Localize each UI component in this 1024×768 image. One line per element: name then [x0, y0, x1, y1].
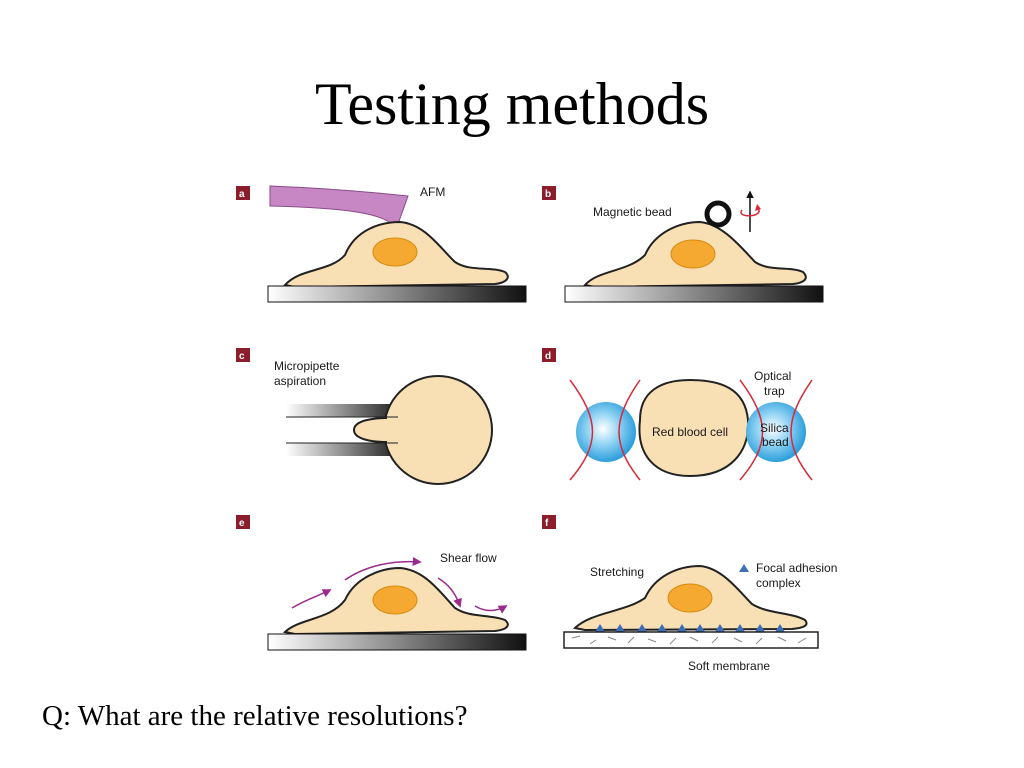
substrate [564, 285, 824, 303]
focal-adhesion-label-1: Focal adhesion [756, 561, 837, 575]
substrate [267, 633, 527, 651]
pipette-wall-bottom [286, 443, 398, 456]
panel-letter: d [545, 351, 551, 362]
red-blood-cell [638, 378, 750, 478]
panel-b: b Magnetic bead [542, 186, 824, 303]
panel-badge [542, 348, 556, 362]
soft-membrane-label: Soft membrane [688, 659, 770, 673]
panel-a: a AFM [236, 185, 527, 303]
red-blood-cell-label: Red blood cell [652, 425, 728, 439]
shear-flow-label: Shear flow [440, 551, 497, 565]
cell-nucleus [670, 239, 716, 269]
aspirated-cell [383, 375, 493, 485]
focal-adhesion-label-2: complex [756, 576, 801, 590]
panel-letter: f [545, 518, 549, 529]
panel-letter: a [239, 189, 245, 200]
aspirated-tongue [352, 416, 387, 444]
magnetic-bead-label: Magnetic bead [593, 205, 672, 219]
panel-c: c Micropipette aspiration [236, 348, 493, 485]
afm-cantilever [269, 185, 409, 225]
panel-badge [542, 186, 556, 200]
cell-nucleus [667, 583, 713, 613]
panel-e: e Shear flow [236, 515, 527, 651]
stretching-label: Stretching [590, 565, 644, 579]
afm-label: AFM [420, 185, 445, 199]
panel-letter: e [239, 518, 245, 529]
silica-bead-left [576, 402, 636, 462]
focal-adhesions [595, 624, 785, 632]
focal-adhesion-legend-icon [739, 564, 749, 572]
cell-nucleus [372, 585, 418, 615]
optical-trap-label-1: Optical [754, 369, 791, 383]
silica-bead-label-1: Silica [760, 421, 789, 435]
magnetic-bead [704, 200, 732, 228]
micropipette-label-1: Micropipette [274, 359, 340, 373]
panel-f: f Stretching Focal adhesion complex [542, 515, 837, 673]
flow-arrow-2 [344, 557, 422, 581]
panel-letter: c [239, 351, 245, 362]
flow-arrow-1 [291, 589, 332, 609]
panel-badge [236, 186, 250, 200]
pipette-wall-top [286, 404, 398, 417]
soft-membrane [563, 631, 819, 649]
substrate [267, 285, 527, 303]
micropipette-label-2: aspiration [274, 374, 326, 388]
silica-bead-label-2: bead [762, 435, 789, 449]
panel-badge [236, 348, 250, 362]
optical-trap-label-2: trap [764, 384, 785, 398]
torque-arrow [740, 207, 760, 217]
cell-nucleus [372, 237, 418, 267]
trap-beam-left [569, 379, 641, 481]
membrane-fibers [571, 635, 807, 645]
panel-badge [542, 515, 556, 529]
slide-title: Testing methods [314, 71, 710, 137]
trap-beam-right [739, 379, 813, 481]
panel-letter: b [545, 189, 551, 200]
question-text: Q: What are the relative resolutions? [42, 700, 468, 732]
panel-d: d Optical trap Red blood cell Silica bea… [542, 348, 813, 481]
silica-bead-right [746, 402, 806, 462]
flow-arrow-4 [474, 605, 508, 614]
flow-arrow-3 [437, 577, 462, 608]
panel-badge [236, 515, 250, 529]
